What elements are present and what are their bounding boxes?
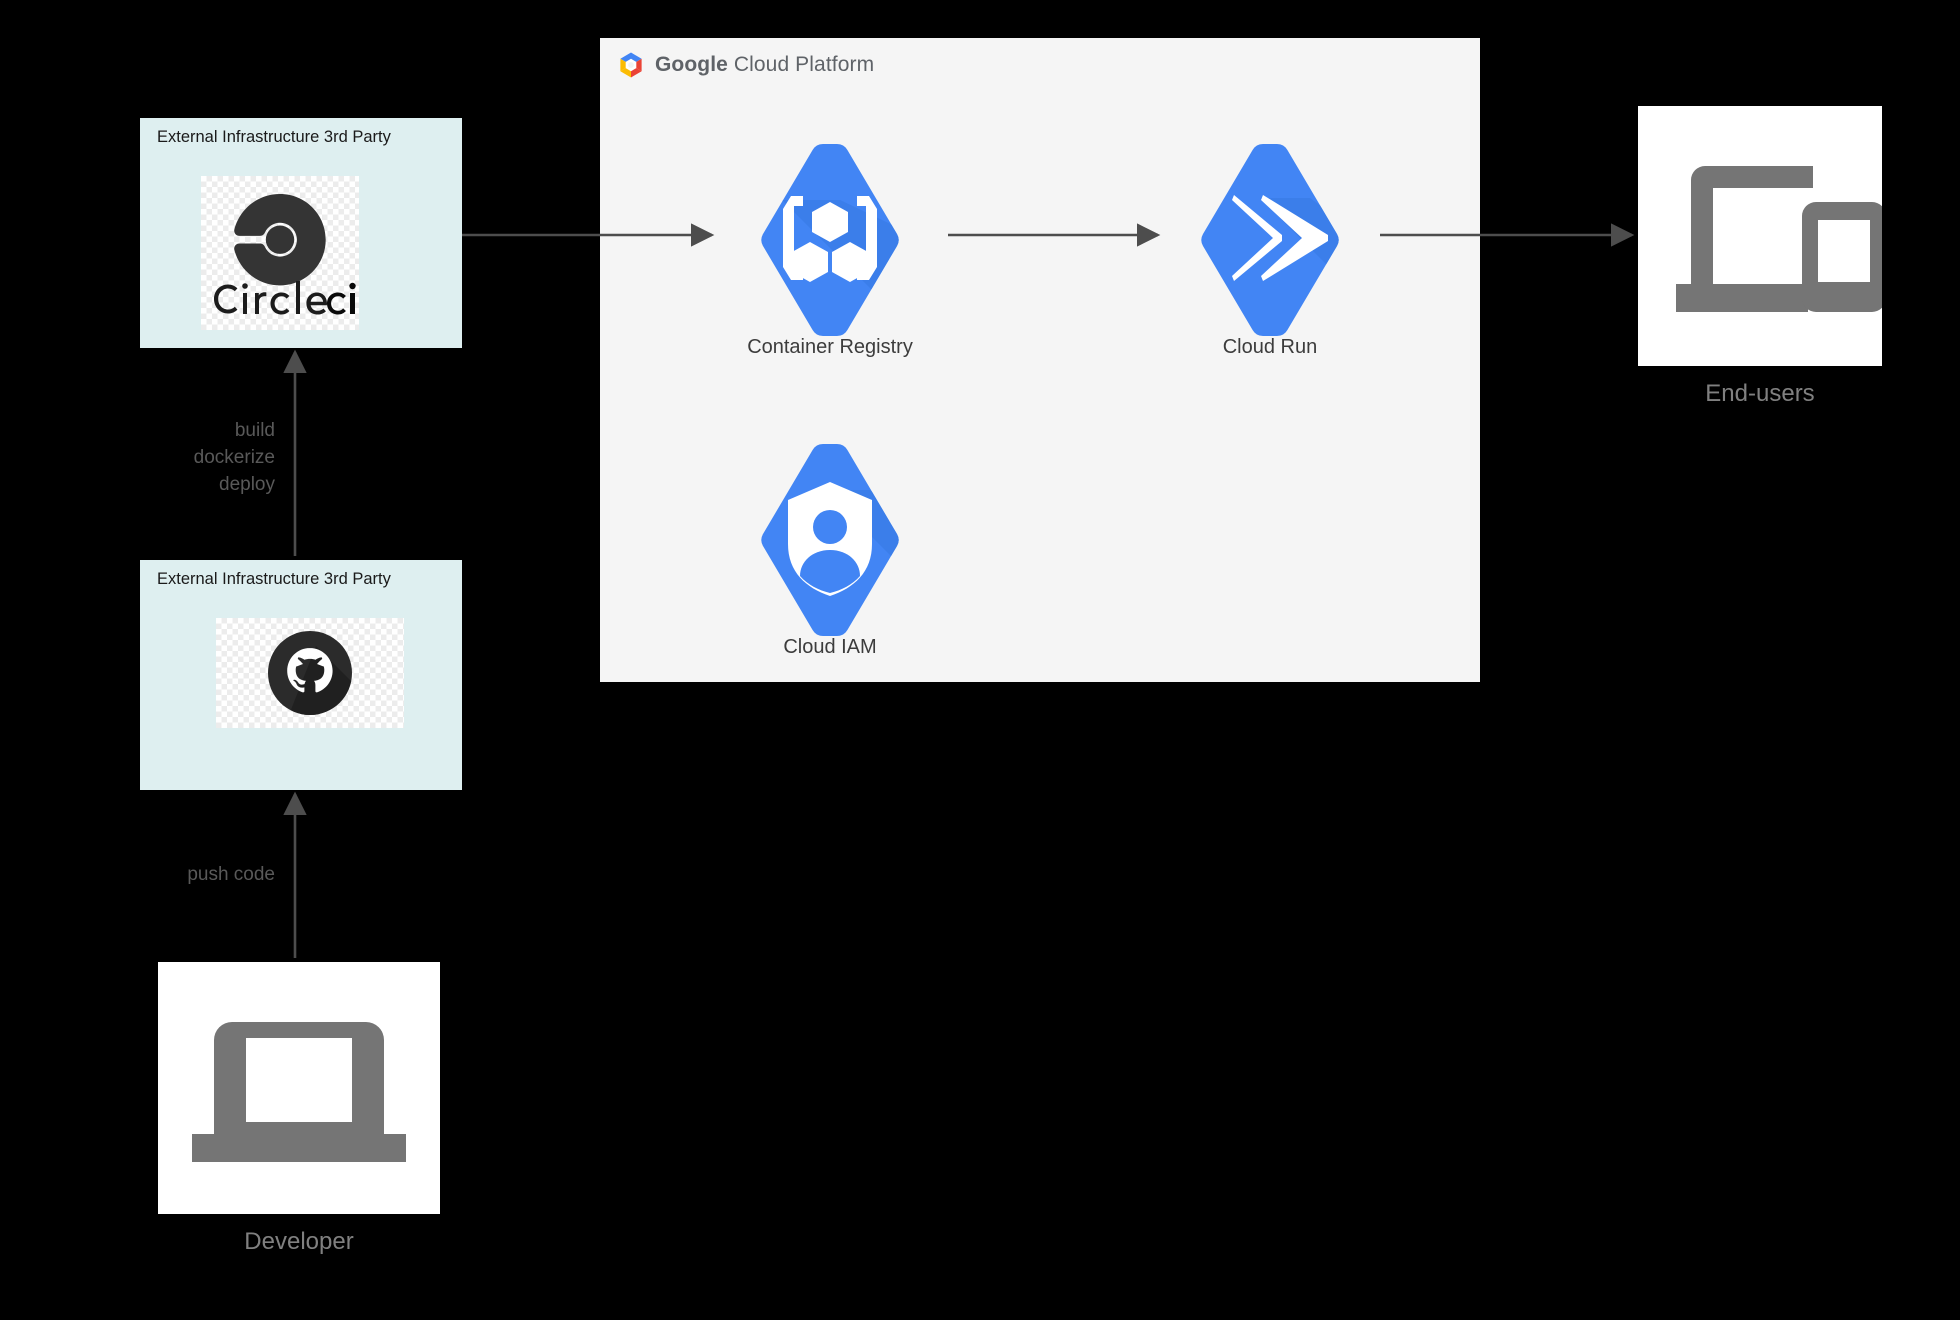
edge-label-line-dockerize: dockerize <box>193 447 275 468</box>
developer-label: Developer <box>244 1228 354 1255</box>
cloud-run-hexagon-icon <box>1201 144 1339 336</box>
container-registry-hexagon-icon <box>761 144 899 337</box>
google-cloud-hexagon-icon <box>620 52 642 78</box>
github-octocat-icon <box>268 631 352 715</box>
github-logo-plate <box>216 618 404 728</box>
node-container-registry[interactable]: Container Registry <box>720 138 940 358</box>
node-label-container-registry: Container Registry <box>747 336 913 358</box>
devices-laptop-phone-icon <box>1676 166 1882 312</box>
third-party-label-github: External Infrastructure 3rd Party <box>157 570 391 588</box>
edge-label-build-dockerize-deploy: build dockerize deploy <box>120 417 275 498</box>
node-cloud-run[interactable]: Cloud Run <box>1160 138 1380 358</box>
edge-label-line-deploy: deploy <box>219 474 275 495</box>
gcp-title-light: Cloud Platform <box>727 53 875 76</box>
gcp-panel-title: Google Cloud Platform <box>655 53 874 77</box>
third-party-box-circleci[interactable]: External Infrastructure 3rd Party <box>140 118 462 348</box>
edge-label-line-build: build <box>234 420 275 441</box>
circleci-logo-plate <box>201 176 359 330</box>
third-party-box-github[interactable]: External Infrastructure 3rd Party <box>140 560 462 790</box>
gcp-platform-panel: Google Cloud Platform <box>600 38 1480 682</box>
end-users-label: End-users <box>1705 380 1815 407</box>
circleci-logo-icon <box>214 194 356 315</box>
developer-box[interactable] <box>158 962 440 1214</box>
cloud-iam-hexagon-icon <box>761 444 899 636</box>
third-party-label-circleci: External Infrastructure 3rd Party <box>157 128 391 146</box>
node-cloud-iam[interactable]: Cloud IAM <box>720 438 940 658</box>
end-users-box[interactable] <box>1638 106 1882 366</box>
gcp-panel-header: Google Cloud Platform <box>616 50 874 80</box>
laptop-icon <box>192 1022 406 1162</box>
node-label-cloud-iam: Cloud IAM <box>783 636 877 658</box>
gcp-title-bold: Google <box>655 53 728 76</box>
node-label-cloud-run: Cloud Run <box>1222 336 1318 358</box>
edge-label-push-code: push code <box>187 864 275 885</box>
